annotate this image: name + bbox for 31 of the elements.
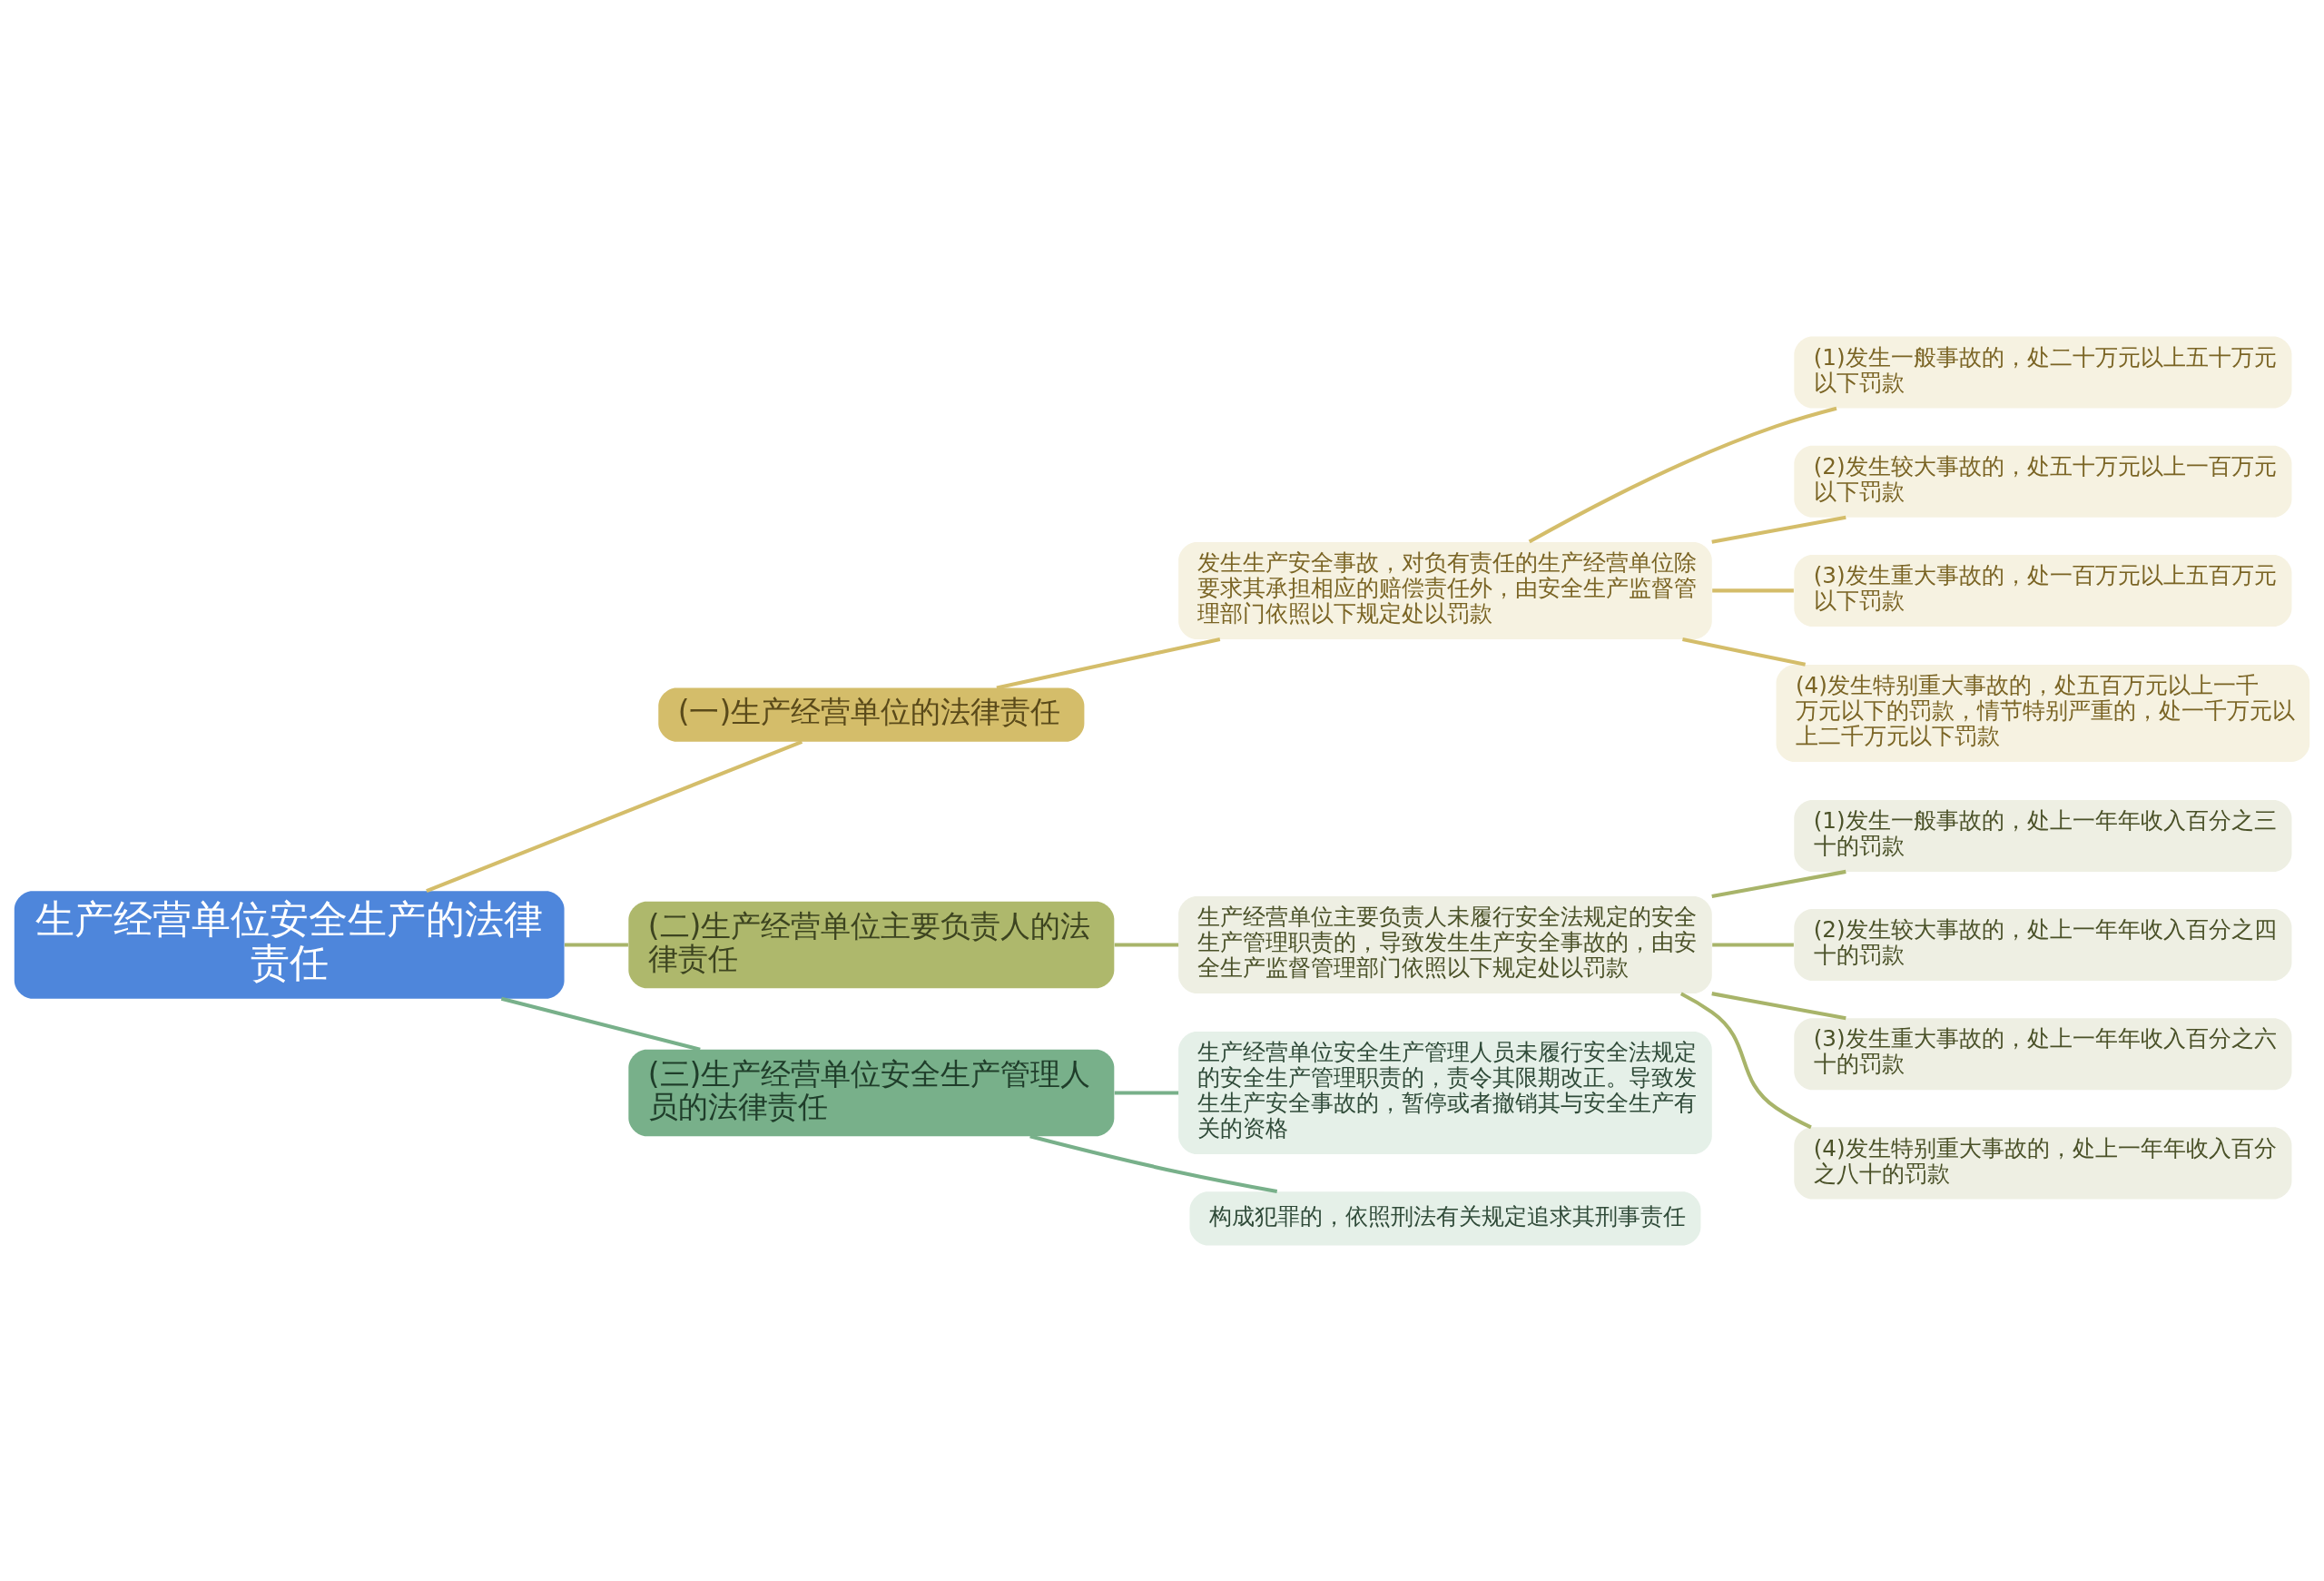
connector bbox=[500, 996, 701, 1052]
connector bbox=[426, 739, 803, 893]
connector bbox=[1114, 1090, 1179, 1095]
node-box: 生产经营单位主要负责人未履行安全法规定的安全生产管理职责的，导致发生生产安全事故的，由安全生产监督管理部门依照以下规定处以罚款 bbox=[1178, 895, 1712, 993]
node-box: 生产经营单位安全生产的法律责任 bbox=[14, 890, 565, 999]
node-box: (2)发生较大事故的，处上一年年收入百分之四十的罚款 bbox=[1794, 908, 2292, 981]
node-box: (4)发生特别重大事故的，处上一年年收入百分之八十的罚款 bbox=[1794, 1126, 2292, 1199]
connector bbox=[996, 637, 1221, 689]
connector bbox=[1712, 943, 1794, 947]
node-box: (3)发生重大事故的，处上一年年收入百分之六十的罚款 bbox=[1794, 1017, 2292, 1090]
connector bbox=[564, 943, 628, 947]
connector bbox=[1682, 637, 1807, 667]
node-box: 构成犯罪的，依照刑法有关规定追求其刑事责任 bbox=[1189, 1191, 1701, 1245]
node-box: 生产经营单位安全生产管理人员未履行安全法规定的安全生产管理职责的，责令其限期改正。导致发生生产安全事故的，暂停或者撤销其与安全生产有关的资格 bbox=[1178, 1031, 1712, 1154]
node-box: (二)生产经营单位主要负责人的法律责任 bbox=[628, 901, 1115, 988]
node-box: (一)生产经营单位的法律责任 bbox=[658, 687, 1085, 742]
node-box: (1)发生一般事故的，处二十万元以上五十万元以下罚款 bbox=[1794, 336, 2292, 409]
connector bbox=[1711, 869, 1846, 898]
connector bbox=[1114, 943, 1179, 947]
node-box: (1)发生一般事故的，处上一年年收入百分之三十的罚款 bbox=[1794, 799, 2292, 872]
node-box: (三)生产经营单位安全生产管理人员的法律责任 bbox=[628, 1049, 1115, 1136]
node-box: (3)发生重大事故的，处一百万元以上五百万元以下罚款 bbox=[1794, 554, 2292, 627]
connector bbox=[1711, 991, 1846, 1020]
connector bbox=[1712, 588, 1794, 592]
node-box: (2)发生较大事故的，处五十万元以上一百万元以下罚款 bbox=[1794, 445, 2292, 518]
connector bbox=[1528, 406, 1837, 543]
node-box: (4)发生特别重大事故的，处五百万元以上一千万元以下的罚款，情节特别严重的，处一千万元以上二千万元以下罚款 bbox=[1776, 664, 2310, 762]
connector bbox=[1711, 515, 1846, 544]
node-box: 发生生产安全事故，对负有责任的生产经营单位除要求其承担相应的赔偿责任外，由安全生产监督管理部门依照以下规定处以罚款 bbox=[1178, 541, 1712, 639]
connector bbox=[1029, 1133, 1278, 1193]
connector bbox=[1679, 991, 1812, 1129]
